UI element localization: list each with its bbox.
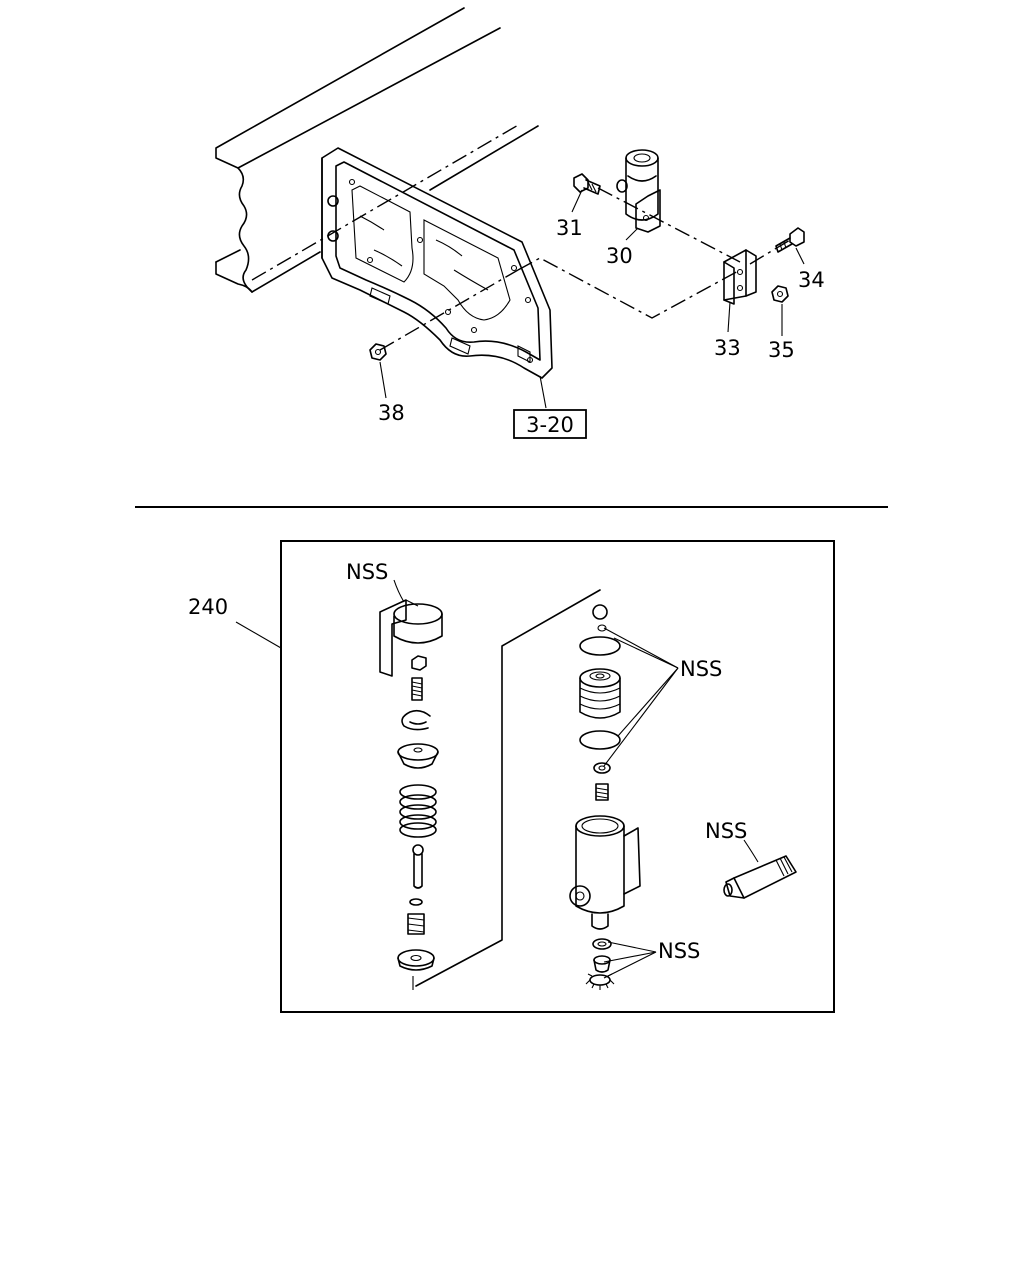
- lower-cap-part: [593, 955, 611, 973]
- ball-part: [592, 604, 608, 620]
- piston-part: [579, 668, 621, 719]
- spring-seat-part: [397, 743, 439, 769]
- bolt-31-drawing: [573, 173, 601, 195]
- nss-label-piston-seals: NSS: [680, 657, 722, 681]
- bracket-33-drawing: [723, 249, 757, 305]
- washer-part: [397, 949, 435, 971]
- plunger-part: [412, 844, 424, 889]
- kit-frame: [280, 540, 835, 1013]
- right-spring-part: [595, 783, 609, 801]
- nut-35-drawing: [771, 285, 789, 303]
- grease-tube-part: [723, 855, 797, 899]
- mounting-bracket-plate: [321, 147, 553, 379]
- lower-seal-part: [592, 938, 612, 950]
- main-spring-part: [399, 784, 437, 838]
- nss-leader-lines: [393, 579, 759, 979]
- nut-38-centerline: [379, 269, 519, 351]
- nss-label-cap: NSS: [346, 560, 388, 584]
- nss-label-grease: NSS: [705, 819, 747, 843]
- cap-seal-part: [379, 599, 443, 677]
- kit-leader: [235, 621, 282, 649]
- assembly-path-line: [415, 589, 601, 987]
- frame-rail-drawing: [215, 7, 539, 293]
- callout-30: 30: [606, 244, 633, 268]
- top-leader-lines: [379, 189, 805, 409]
- reference-label: 3-20: [526, 413, 574, 437]
- callout-38: 38: [378, 401, 405, 425]
- lower-spring-part: [407, 898, 425, 935]
- valve-body-part: [569, 815, 641, 930]
- snap-ring-part: [401, 709, 431, 731]
- callout-35: 35: [768, 338, 795, 362]
- small-seal-part: [593, 762, 611, 774]
- oring-upper-part: [579, 636, 621, 656]
- valve-30-drawing: [616, 149, 661, 233]
- nss-label-lower-seals: NSS: [658, 939, 700, 963]
- small-nut-part: [411, 655, 427, 671]
- callout-34: 34: [798, 268, 825, 292]
- kit-number-label: 240: [188, 595, 228, 619]
- bracket-centerline: [517, 257, 741, 319]
- star-washer-part: [585, 973, 615, 990]
- reference-box: [513, 409, 587, 439]
- oring-lower-part: [579, 730, 621, 750]
- callout-31: 31: [556, 216, 583, 240]
- small-spring-part: [411, 677, 423, 701]
- bolt-34-drawing: [775, 227, 805, 253]
- nut-38-drawing: [369, 343, 387, 361]
- bolt-31-centerline: [597, 187, 741, 263]
- callout-33: 33: [714, 336, 741, 360]
- small-oring-part: [597, 624, 607, 632]
